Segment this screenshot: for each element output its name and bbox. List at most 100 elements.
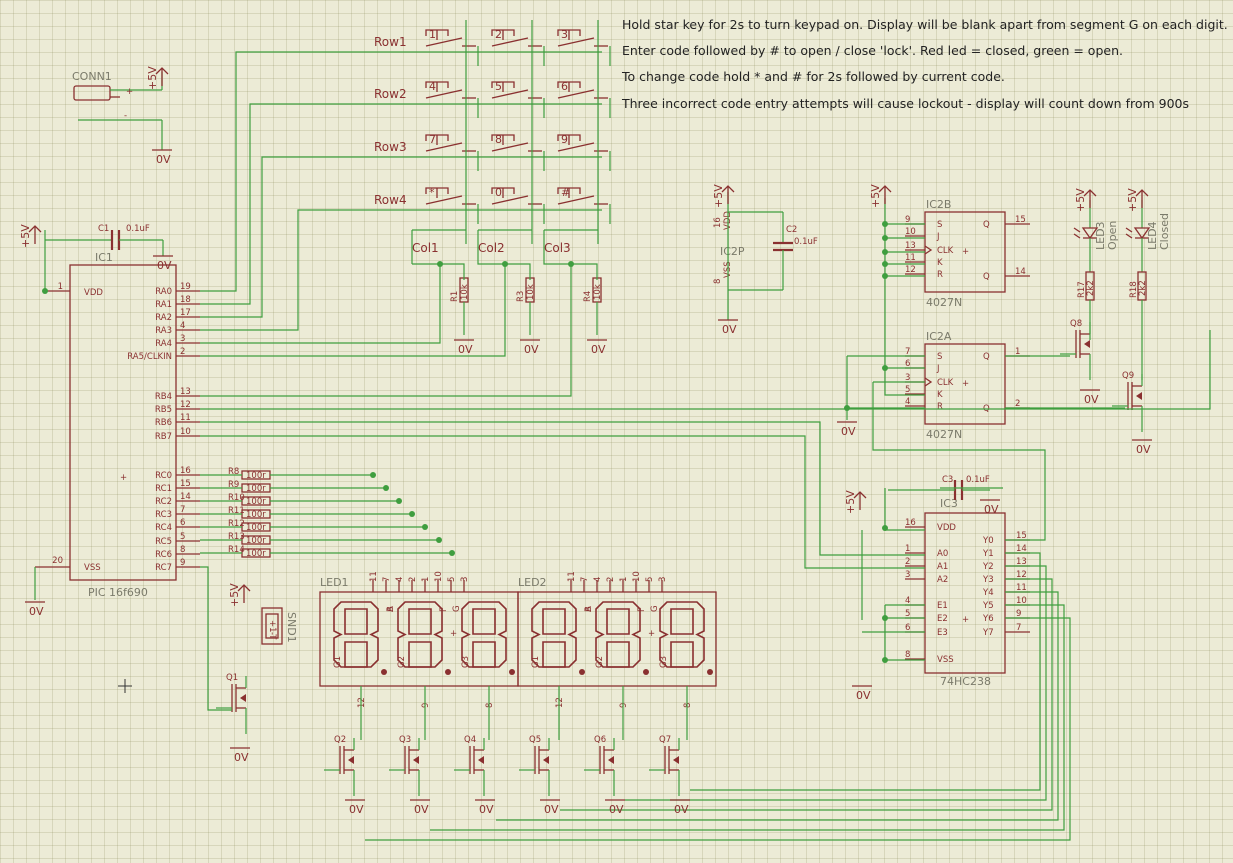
svg-text:R10: R10	[228, 493, 245, 503]
c3-value: 0.1uF	[966, 475, 990, 485]
svg-text:0V: 0V	[349, 803, 364, 816]
svg-text:R17: R17	[1077, 281, 1087, 298]
conn1-minus: -	[124, 111, 127, 121]
row-label-1: Row1	[374, 35, 407, 49]
svg-text:B: B	[584, 606, 594, 612]
ground-icon: 0V	[670, 799, 690, 816]
key-hash: #	[557, 186, 611, 224]
ground-icon: 0V	[152, 149, 172, 166]
svg-text:+: +	[962, 379, 969, 389]
ic1-pin-vss: VSS	[84, 563, 101, 573]
ic1-pin-rc1: RC1	[155, 484, 172, 494]
svg-text:100r: 100r	[246, 549, 266, 559]
svg-text:Y3: Y3	[982, 575, 994, 585]
ic1-pin-rc7: RC7	[155, 563, 172, 573]
svg-text:100r: 100r	[246, 510, 266, 520]
key-label: *	[429, 186, 435, 199]
svg-text:R11: R11	[228, 506, 245, 516]
svg-text:Q1: Q1	[226, 673, 238, 683]
svg-text:R9: R9	[228, 480, 239, 490]
key-star: *	[425, 186, 479, 224]
svg-text:8: 8	[683, 703, 693, 708]
svg-text:10k: 10k	[593, 284, 603, 300]
svg-text:A0: A0	[937, 549, 948, 559]
key-8: 8	[491, 133, 545, 171]
svg-text:LED3: LED3	[1094, 221, 1107, 250]
ic1-pin-num: 3	[180, 334, 185, 344]
svg-text:K: K	[937, 390, 943, 400]
ground-icon: 0V	[520, 339, 540, 356]
svg-text:R: R	[937, 270, 943, 280]
row-label-2: Row2	[374, 87, 407, 101]
mosfet-q6: Q6	[584, 735, 615, 796]
svg-text:12: 12	[905, 265, 916, 275]
wires	[34, 51, 1211, 841]
svg-text:2: 2	[606, 577, 616, 582]
svg-text:0V: 0V	[156, 153, 171, 166]
svg-text:B: B	[386, 606, 396, 612]
svg-text:J: J	[936, 232, 940, 242]
col-label-3: Col3	[544, 241, 571, 255]
svg-text:1: 1	[1015, 347, 1020, 357]
ic1-pin-num: 7	[180, 505, 185, 515]
key-3: 3	[557, 28, 611, 66]
svg-text:IC2B: IC2B	[926, 198, 951, 211]
svg-text:+5V: +5V	[712, 184, 725, 208]
svg-text:15: 15	[1016, 531, 1027, 541]
ic1-pin-rb7: RB7	[155, 432, 172, 442]
ground-icon: 0V	[230, 747, 250, 764]
junction	[422, 524, 428, 530]
ic1-pin-rc3: RC3	[155, 510, 172, 520]
svg-text:3: 3	[460, 577, 470, 582]
conn1-plus: +	[126, 87, 133, 97]
svg-text:Y5: Y5	[982, 601, 994, 611]
svg-text:Q9: Q9	[1122, 371, 1134, 381]
notes: Hold star key for 2s to turn keypad on. …	[621, 17, 1228, 111]
ground-icon: 0V	[587, 339, 607, 356]
ic1-pin-num: 1	[58, 282, 63, 292]
svg-text:9: 9	[421, 703, 431, 708]
c2-value: 0.1uF	[794, 237, 818, 247]
ic1-pin-rb4: RB4	[155, 392, 172, 402]
key-label: 9	[561, 133, 568, 146]
svg-text:G: G	[452, 605, 462, 612]
svg-text:12: 12	[1016, 570, 1027, 580]
key-1: 1	[425, 28, 479, 66]
vcc-arrow-icon: +5V	[1126, 188, 1149, 212]
note-3: To change code hold * and # for 2s follo…	[621, 69, 1005, 84]
key-9: 9	[557, 133, 611, 171]
svg-text:0V: 0V	[157, 259, 172, 272]
mosfet-q7: Q7	[649, 735, 680, 796]
svg-text:G: G	[650, 605, 660, 612]
junction	[436, 537, 442, 543]
key-label: #	[561, 186, 570, 199]
key-label: 1	[429, 28, 436, 41]
svg-text:16: 16	[905, 518, 916, 528]
ic1-pin-num: 2	[180, 347, 185, 357]
svg-text:Q7: Q7	[659, 735, 671, 745]
key-5: 5	[491, 80, 545, 118]
svg-text:12: 12	[357, 697, 367, 708]
svg-text:13: 13	[1016, 557, 1027, 567]
mosfet-q8: Q8	[1060, 319, 1091, 380]
vcc-arrow-icon: +5V	[146, 66, 169, 90]
ic1-pin-ra3: RA3	[155, 326, 172, 336]
svg-text:9: 9	[1016, 609, 1021, 619]
svg-text:A2: A2	[937, 575, 948, 585]
junction	[409, 511, 415, 517]
svg-text:Y0: Y0	[982, 536, 994, 546]
conn1-name: CONN1	[72, 70, 112, 83]
ic1-pin-ra2: RA2	[155, 313, 172, 323]
svg-text:100r: 100r	[246, 523, 266, 533]
note-2: Enter code followed by # to open / close…	[622, 43, 1123, 58]
ic1-pin-ra0: RA0	[155, 287, 172, 297]
svg-text:VSS: VSS	[937, 655, 954, 665]
junction	[396, 498, 402, 504]
